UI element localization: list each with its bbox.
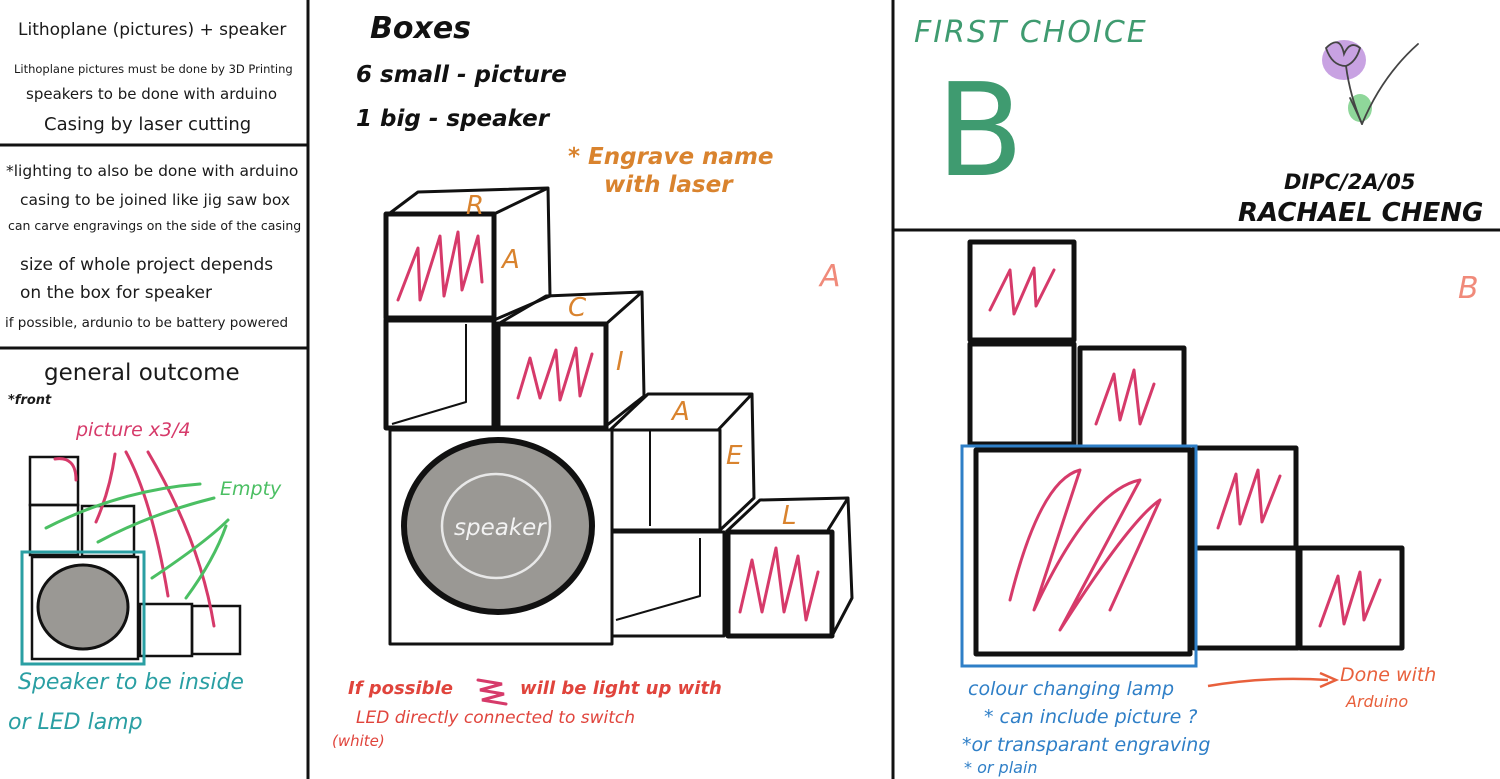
box-r-top-face [385,186,550,218]
notes-line-casing: Casing by laser cutting [44,114,252,135]
notes-extra-engravings: can carve engravings on the side of the … [8,218,302,233]
b-box-lamp [973,447,1193,657]
b-box-top [967,239,1077,343]
outcome-box-speaker [30,555,140,661]
outcome-box-lower [138,602,194,658]
design-a-small-count: 6 small - picture [356,62,567,88]
box-c-side-face [605,291,646,428]
box-l-front [725,529,835,639]
letter-i: I [616,347,624,377]
b-box-empty-2 [1191,545,1301,651]
design-a-note-white: (white) [332,732,385,750]
outcome-led-lamp-label: or LED lamp [8,710,143,735]
choice-student-name: RACHAEL CHENG [1238,198,1484,228]
box-a-front [610,428,722,532]
design-a-note-squiggle [476,678,508,706]
box-a-side-face [716,393,756,534]
box-l-side-face [830,497,854,637]
design-a-label: A [820,259,841,294]
outcome-box-corner [190,604,242,656]
notes-extra-speaker-box: on the box for speaker [20,283,213,303]
design-a-speaker-label: speaker [454,515,547,541]
outcome-speaker-circle [36,563,130,651]
box-empty-2 [610,530,726,638]
design-b-done-label: Done with [1340,664,1437,686]
choice-letter: B [936,57,1024,206]
design-a-sketch: R A C I A E L speaker [383,186,854,646]
picture-squiggle-l [738,546,820,622]
notes-extra-battery: if possible, ardunio to be battery power… [5,315,289,331]
design-b-lamp-label: colour changing lamp [968,678,1175,700]
design-a-big-count: 1 big - speaker [356,106,550,132]
tulip-doodle [1322,40,1419,125]
design-b-plain-option: * or plain [964,758,1038,777]
letter-a-2: A [670,397,690,427]
outcome-speaker-inside-label: Speaker to be inside [18,670,244,695]
box-a-top-face [608,392,754,432]
outcome-sketch [20,450,242,666]
notes-line-3d-printing: Lithoplane pictures must be done by 3D P… [14,62,293,76]
design-b-sketch [960,239,1405,668]
design-b-engraving-option: *or transparant engraving [962,734,1211,756]
design-b-picture-option: * can include picture ? [984,706,1198,728]
box-l-top-face [724,496,850,534]
notes-title: Lithoplane (pictures) + speaker [18,20,287,40]
design-b-arduino-label: Arduino [1346,692,1409,711]
box-r-front [383,211,497,321]
letter-l: L [782,501,797,531]
choice-heading: FIRST CHOICE [914,15,1148,50]
box-empty-1 [383,317,497,431]
picture-squiggle-c [516,346,594,402]
b-lamp-highlight [960,444,1198,668]
outcome-box-mid-right [80,504,136,558]
outcome-empty-label: Empty [220,478,282,500]
letter-a-1: A [500,245,520,275]
design-a-note-led: LED directly connected to switch [356,708,636,728]
notes-extra-lighting: *lighting to also be done with arduino [6,162,299,180]
notes-line-speakers: speakers to be done with arduino [26,85,278,103]
b-box-picture-2 [1077,345,1187,451]
outcome-speaker-highlight [20,550,146,666]
design-a-heading: Boxes [370,11,472,46]
design-a-note-if-possible: If possible [348,678,453,699]
b-box-picture-3 [1191,445,1299,551]
b-box-empty-1 [967,341,1077,447]
outcome-picture-label: picture x3/4 [76,419,191,441]
letter-r: R [466,191,484,221]
design-b-label: B [1458,271,1479,306]
notes-extra-jigsaw: casing to be joined like jig saw box [20,191,291,209]
box-c-front [495,321,609,431]
design-a-engrave-note-2: with laser [604,172,733,198]
outcome-box-mid-left [28,503,80,557]
done-arrow [1207,671,1340,689]
design-a-engrave-note: * Engrave name [568,144,774,170]
choice-class-code: DIPC/2A/05 [1284,170,1416,194]
picture-squiggle-r [396,230,484,302]
b-box-picture-4 [1297,545,1405,651]
design-a-speaker [401,437,595,615]
letter-e: E [726,441,743,471]
outcome-title: general outcome [44,360,240,386]
box-c-top-face [497,290,644,326]
outcome-front-label: *front [8,393,52,408]
notes-extra-size: size of whole project depends [20,255,274,275]
letter-c: C [568,293,587,323]
design-a-note-light-up: will be light up with [520,678,722,699]
